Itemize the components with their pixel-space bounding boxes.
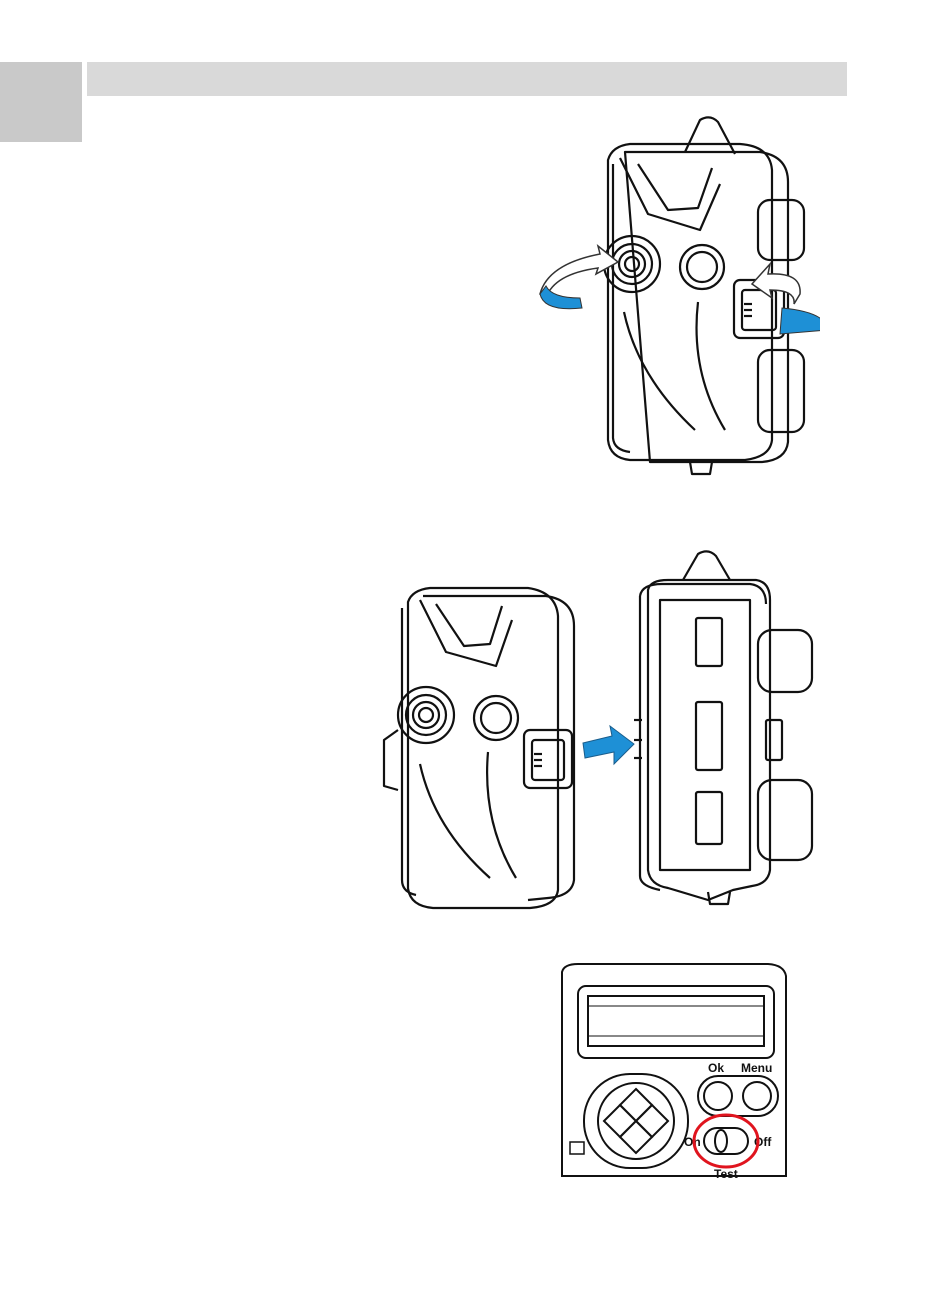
test-label: Test: [714, 1167, 738, 1181]
header-bar: [87, 62, 847, 96]
menu-button[interactable]: [743, 1082, 771, 1110]
figure-control-panel: Ok Menu On Off Test: [558, 962, 790, 1182]
figure-separate-housing: [378, 540, 828, 920]
figure-unlatch-camera: [520, 112, 820, 482]
ok-button[interactable]: [704, 1082, 732, 1110]
ok-label: Ok: [708, 1061, 724, 1075]
power-switch-knob: [715, 1130, 727, 1152]
on-label: On: [684, 1135, 701, 1149]
menu-label: Menu: [741, 1061, 772, 1075]
section-tab: [0, 62, 82, 142]
